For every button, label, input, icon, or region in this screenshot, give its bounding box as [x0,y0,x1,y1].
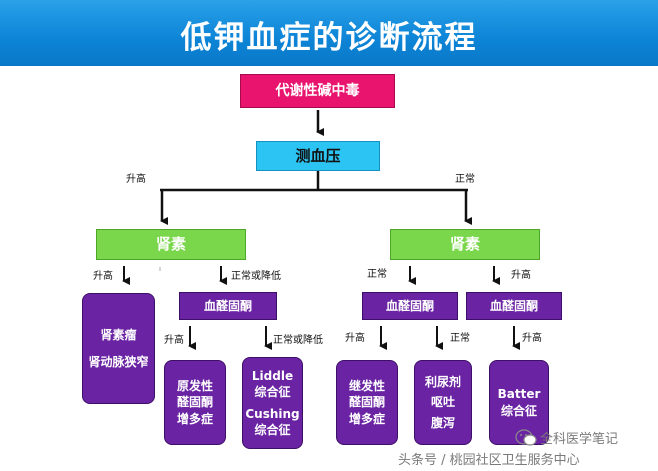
node-renin-tumor: 肾素瘤 肾动脉狭窄 [82,293,155,404]
node-primary-aldosteronism: 原发性 醛固酮 增多症 [164,360,226,445]
node-line: 肾动脉狭窄 [88,354,149,369]
node-measure-bp: 测血压 [256,141,380,171]
node-metabolic-alkalosis: 代谢性碱中毒 [240,74,395,108]
node-renin-left: 肾素 [96,229,246,260]
node-label: 血醛固酮 [489,298,538,313]
node-line: 增多症 [348,411,385,426]
edge-label-aldo-high: 升高 [164,335,184,346]
edge-label-renin-r-high: 升高 [511,270,531,281]
edge-label-aldo-r2-high: 升高 [522,333,542,344]
edge-label-bp-normal: 正常 [455,174,475,185]
node-label: 测血压 [295,146,341,165]
node-label: 代谢性碱中毒 [275,82,360,99]
node-line: 醛固酮 [176,395,213,410]
node-line: Batter [497,387,541,402]
node-diuretic-vomit-diarrhea: 利尿剂 呕吐 腹泻 [414,360,472,445]
node-secondary-aldosteronism: 继发性 醛固酮 增多症 [336,360,398,445]
watermark-wechat: 全科医学笔记 [540,432,619,447]
node-aldosterone-r2: 血醛固酮 [466,292,562,320]
node-line: 肾素瘤 [100,328,137,343]
node-label: 肾素 [449,235,480,254]
edge-label-bp-high: 升高 [126,174,146,185]
node-line: 综合征 [500,403,537,418]
edge-label-aldo-normal-low: 正常或降低 [273,335,323,346]
node-line: Liddle [251,368,294,383]
node-line: 醛固酮 [348,395,385,410]
edge-label-renin-high: 升高 [93,271,113,282]
watermark-source: 头条号 / 桃园社区卫生服务中心 [398,453,580,468]
node-line: 继发性 [348,379,385,394]
node-line: Cushing [245,407,300,421]
edge-label-aldo-r1-high: 升高 [345,333,365,344]
node-line: 利尿剂 [424,375,461,390]
node-label: 血醛固酮 [385,298,434,313]
node-line: 综合征 [254,384,291,399]
node-line: 增多症 [176,411,213,426]
edge-label-renin-r-normal: 正常 [367,269,387,280]
node-line: 综合征 [254,423,291,438]
node-label: 血醛固酮 [203,298,252,313]
node-line: 腹泻 [430,415,455,430]
node-line: 呕吐 [430,395,455,410]
node-liddle-cushing: Liddle 综合征 Cushing 综合征 [242,357,303,449]
node-aldosterone-mid: 血醛固酮 [179,292,277,320]
node-label: 肾素 [155,235,186,254]
title-banner: 低钾血症的诊断流程 [0,0,658,66]
node-aldosterone-r1: 血醛固酮 [362,292,458,320]
node-renin-right: 肾素 [390,229,540,260]
node-line: 原发性 [176,379,213,394]
edge-label-renin-normal-low: 正常或降低 [231,271,281,282]
edge-label-aldo-r1-normal: 正常 [450,333,470,344]
wechat-icon [515,429,537,446]
page-title: 低钾血症的诊断流程 [180,20,478,56]
